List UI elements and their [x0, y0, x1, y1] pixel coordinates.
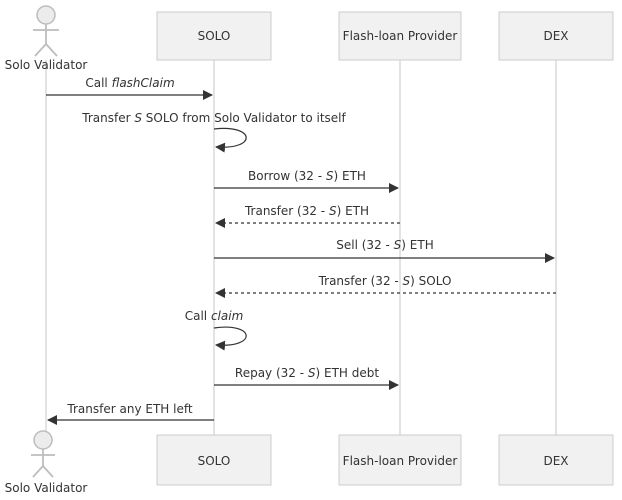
participant-label: DEX — [543, 454, 568, 468]
message-transfer-solo-return: Transfer (32 - S) SOLO — [215, 274, 556, 298]
participant-label: SOLO — [198, 29, 231, 43]
actor-solo-validator-top: Solo Validator — [5, 5, 88, 72]
message-transfer-eth-return: Transfer (32 - S) ETH — [215, 204, 400, 228]
participant-label: Flash-loan Provider — [343, 29, 458, 43]
message-repay-eth-debt: Repay (32 - S) ETH debt — [214, 366, 399, 390]
message-label: Call claim — [185, 309, 244, 323]
actor-label: Solo Validator — [5, 58, 88, 72]
participant-dex-top: DEX — [498, 11, 614, 61]
participant-label: SOLO — [198, 454, 231, 468]
actor-head-icon — [33, 430, 53, 450]
message-label: Borrow (32 - S) ETH — [248, 169, 366, 183]
message-label: Transfer (32 - S) ETH — [244, 204, 369, 218]
actor-head-icon — [36, 5, 56, 25]
message-self-arrow — [213, 326, 247, 351]
participant-label: DEX — [543, 29, 568, 43]
message-label: Sell (32 - S) ETH — [336, 238, 433, 252]
message-label: Repay (32 - S) ETH debt — [235, 366, 379, 380]
actor-solo-validator-bottom: Solo Validator — [5, 430, 88, 495]
message-label: Transfer S SOLO from Solo Validator to i… — [81, 111, 346, 125]
message-transfer-eth-left: Transfer any ETH left — [47, 402, 214, 425]
message-call-claim-self: Call claim — [185, 309, 247, 351]
participant-flash-loan-provider-top: Flash-loan Provider — [338, 11, 462, 61]
participant-dex-bottom: DEX — [498, 434, 614, 486]
message-call-flashclaim: Call flashClaim — [46, 76, 213, 100]
participant-solo-bottom: SOLO — [156, 434, 272, 486]
participant-flash-loan-provider-bottom: Flash-loan Provider — [338, 434, 462, 486]
message-transfer-s-solo-self: Transfer S SOLO from Solo Validator to i… — [81, 111, 346, 153]
actor-label: Solo Validator — [5, 481, 88, 495]
message-sell-eth: Sell (32 - S) ETH — [214, 238, 555, 263]
message-borrow-eth: Borrow (32 - S) ETH — [214, 169, 399, 193]
message-label: Transfer any ETH left — [66, 402, 192, 416]
message-label: Call flashClaim — [85, 76, 174, 90]
message-self-arrow — [213, 127, 247, 153]
participant-label: Flash-loan Provider — [343, 454, 458, 468]
participant-solo-top: SOLO — [156, 11, 272, 61]
message-label: Transfer (32 - S) SOLO — [318, 274, 452, 288]
